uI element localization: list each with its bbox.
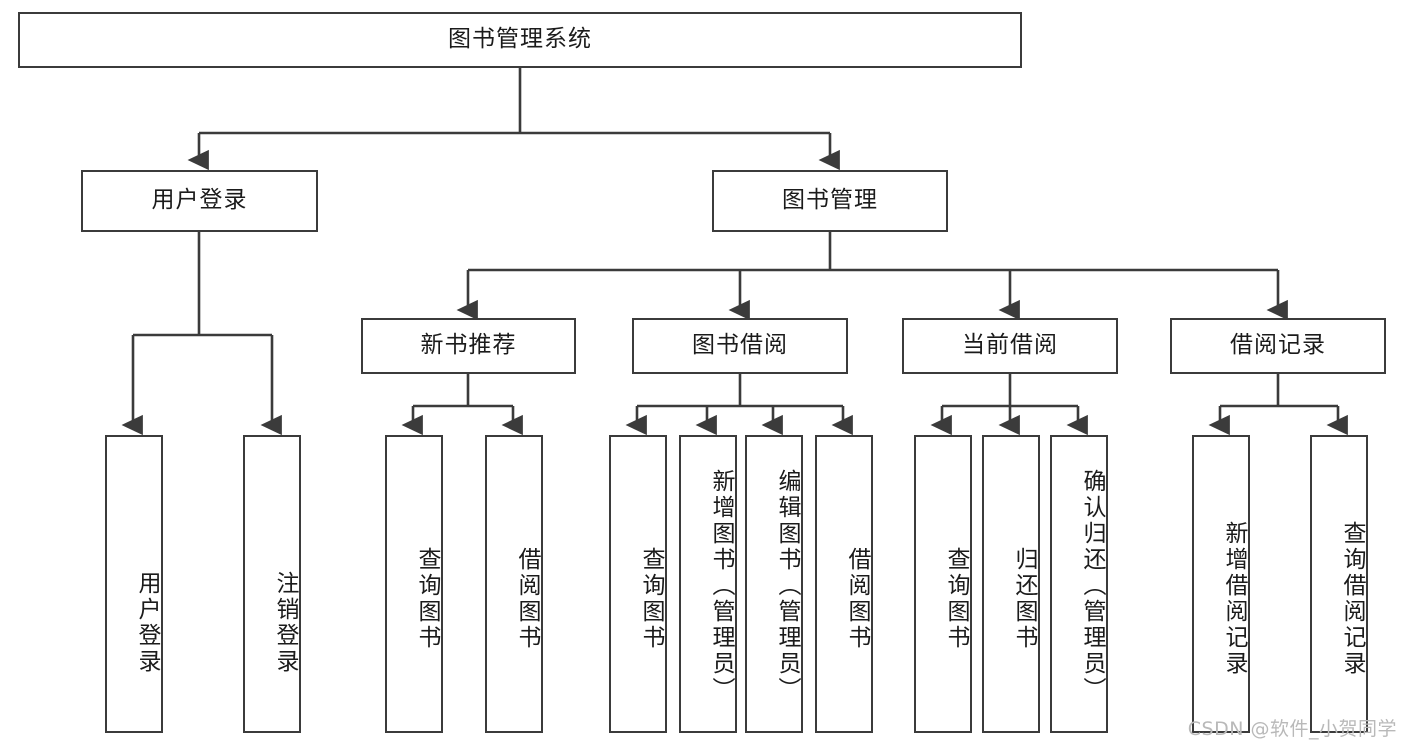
node-leaf-logout-login-label: 注销登录	[272, 571, 298, 675]
node-leaf-query-record[interactable]: 查询借阅记录	[1310, 435, 1368, 733]
node-book-borrow-label: 图书借阅	[692, 332, 788, 359]
node-leaf-borrow-book-1[interactable]: 借阅图书	[485, 435, 543, 733]
node-book-manage[interactable]: 图书管理	[712, 170, 948, 232]
node-leaf-add-book-label: 新增图书（管理员）	[708, 469, 734, 703]
node-leaf-borrow-book-2-label: 借阅图书	[844, 547, 870, 651]
node-leaf-edit-book-label: 编辑图书（管理员）	[774, 469, 800, 703]
node-borrow-record[interactable]: 借阅记录	[1170, 318, 1386, 374]
node-leaf-return-book[interactable]: 归还图书	[982, 435, 1040, 733]
node-leaf-logout-login[interactable]: 注销登录	[243, 435, 301, 733]
node-leaf-add-record[interactable]: 新增借阅记录	[1192, 435, 1250, 733]
node-leaf-edit-book[interactable]: 编辑图书（管理员）	[745, 435, 803, 733]
node-root[interactable]: 图书管理系统	[18, 12, 1022, 68]
node-leaf-query-book-3-label: 查询图书	[943, 547, 969, 651]
node-current-borrow[interactable]: 当前借阅	[902, 318, 1118, 374]
node-user-login-label: 用户登录	[151, 187, 248, 214]
node-leaf-borrow-book-1-label: 借阅图书	[514, 547, 540, 651]
node-leaf-query-book-2[interactable]: 查询图书	[609, 435, 667, 733]
node-leaf-add-record-label: 新增借阅记录	[1221, 521, 1247, 677]
node-leaf-confirm-return[interactable]: 确认归还（管理员）	[1050, 435, 1108, 733]
node-leaf-query-book-3[interactable]: 查询图书	[914, 435, 972, 733]
node-leaf-query-book-2-label: 查询图书	[638, 547, 664, 651]
csdn-watermark: CSDN @软件_小贺同学	[1187, 718, 1397, 740]
node-book-manage-label: 图书管理	[782, 187, 878, 214]
node-leaf-return-book-label: 归还图书	[1011, 547, 1037, 651]
node-current-borrow-label: 当前借阅	[962, 332, 1058, 359]
node-leaf-confirm-return-label: 确认归还（管理员）	[1079, 469, 1105, 703]
node-leaf-borrow-book-2[interactable]: 借阅图书	[815, 435, 873, 733]
node-borrow-record-label: 借阅记录	[1230, 332, 1326, 359]
node-leaf-add-book[interactable]: 新增图书（管理员）	[679, 435, 737, 733]
node-leaf-user-login-label: 用户登录	[134, 571, 160, 675]
node-root-label: 图书管理系统	[448, 26, 592, 53]
node-book-borrow[interactable]: 图书借阅	[632, 318, 848, 374]
node-user-login[interactable]: 用户登录	[81, 170, 318, 232]
node-leaf-query-record-label: 查询借阅记录	[1339, 521, 1365, 677]
node-new-book-recommend-label: 新书推荐	[420, 332, 517, 359]
node-leaf-query-book-1-label: 查询图书	[414, 547, 440, 651]
node-leaf-query-book-1[interactable]: 查询图书	[385, 435, 443, 733]
node-leaf-user-login[interactable]: 用户登录	[105, 435, 163, 733]
node-new-book-recommend[interactable]: 新书推荐	[361, 318, 576, 374]
